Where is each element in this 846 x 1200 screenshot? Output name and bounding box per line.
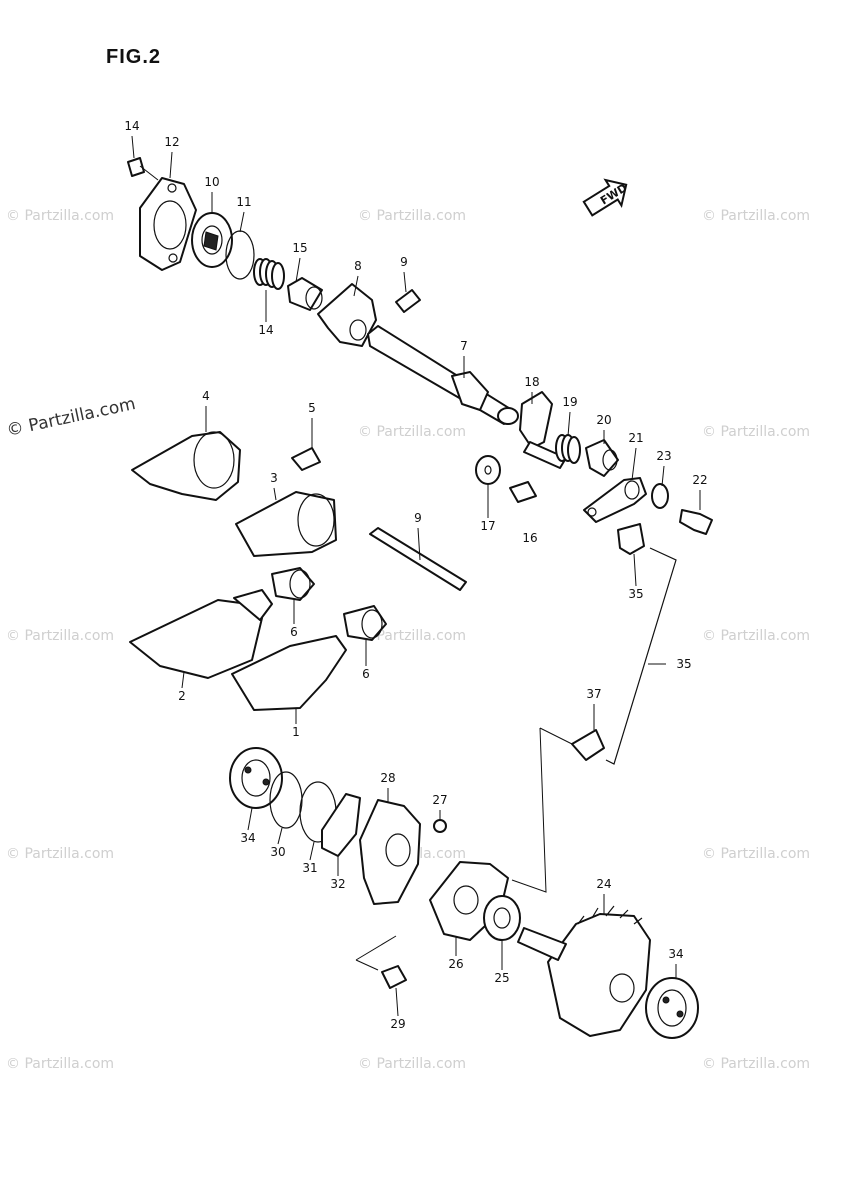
part-labels: 14 12 10 11 15 14 8 9 7 18 19 20 21 23 2… [124, 119, 707, 1031]
middle-parts [129, 431, 677, 765]
rod-35 [605, 547, 677, 765]
part-label: 35 [628, 587, 643, 601]
watermark: © Partzilla.com [6, 846, 114, 862]
upper-shaft-assembly [127, 157, 713, 555]
part-label: 22 [692, 473, 707, 487]
watermark: © Partzilla.com [358, 628, 466, 644]
part-label: 27 [432, 793, 447, 807]
lower-assembly [229, 727, 699, 1039]
part-label: 26 [448, 957, 463, 971]
spring-15 [253, 258, 285, 290]
watermark: © Partzilla.com [6, 1056, 114, 1072]
washer-24 [651, 483, 669, 509]
part-label: 1 [292, 725, 300, 739]
part-label: 30 [270, 845, 285, 859]
watermark: © Partzilla.com [6, 628, 114, 644]
fwd-arrow-icon: FWD [582, 178, 629, 217]
peg-1 [231, 635, 347, 711]
spring-20 [555, 434, 581, 464]
collar-21 [585, 439, 619, 477]
watermark: © Partzilla.com [702, 208, 810, 224]
part-label: 37 [586, 687, 601, 701]
part-label: 34 [668, 947, 683, 961]
part-label: 4 [202, 389, 210, 403]
screw-14 [127, 157, 145, 177]
tube-3 [235, 491, 337, 557]
pin-7 [369, 527, 467, 591]
part-label: 14 [258, 323, 273, 337]
part-label: 28 [380, 771, 395, 785]
bushing-16 [287, 277, 323, 311]
part-label: 21 [628, 431, 643, 445]
shaft-8 [367, 325, 513, 425]
peg-4 [131, 431, 241, 501]
part-label: 35 [676, 657, 691, 671]
bolt-5 [291, 447, 321, 471]
peg-2 [129, 599, 263, 679]
part-label: 34 [240, 831, 255, 845]
watermark: © Partzilla.com [358, 1056, 466, 1072]
part-label: 19 [562, 395, 577, 409]
part-label: 25 [494, 971, 509, 985]
figure-title: FIG.2 [106, 46, 162, 68]
watermark: © Partzilla.com [702, 628, 810, 644]
bearing-34b [645, 977, 699, 1039]
part-label: 14 [124, 119, 139, 133]
part-label: 5 [308, 401, 316, 415]
part-label: 10 [204, 175, 219, 189]
watermark: © Partzilla.com [358, 424, 466, 440]
part-label: 2 [178, 689, 186, 703]
flange-hole [168, 253, 178, 263]
gasket-33 [321, 793, 361, 857]
screw-30 [381, 965, 407, 989]
part-label: 23 [656, 449, 671, 463]
sleeve-6a [271, 567, 315, 601]
plate-29 [359, 799, 421, 905]
part-label: 12 [164, 135, 179, 149]
part-label: 9 [400, 255, 408, 269]
part-label: 8 [354, 259, 362, 273]
part-label: 9 [414, 511, 422, 525]
arm-22 [583, 477, 647, 523]
washer-26 [483, 895, 521, 941]
watermark-dark: © Partzilla.com [5, 394, 137, 441]
sleeve-6b [343, 605, 387, 641]
part-label: 16 [522, 531, 537, 545]
part-label: 11 [236, 195, 251, 209]
part-label: 29 [390, 1017, 405, 1031]
washer-18 [475, 455, 501, 485]
bolt-23 [679, 509, 713, 535]
screw-17 [509, 481, 537, 503]
part-label: 17 [480, 519, 495, 533]
part-label: 24 [596, 877, 611, 891]
part-label: 3 [270, 471, 278, 485]
part-label: 6 [290, 625, 298, 639]
plate-19 [519, 391, 553, 449]
lever-9 [317, 283, 377, 347]
watermark: © Partzilla.com [702, 1056, 810, 1072]
watermark-layer: © Partzilla.com © Partzilla.com © Partzi… [5, 208, 810, 1072]
ball-28 [433, 819, 447, 833]
leader-lines [131, 135, 701, 1017]
part-label: 15 [292, 241, 307, 255]
watermark: © Partzilla.com [358, 208, 466, 224]
part-label: 7 [460, 339, 468, 353]
watermark: © Partzilla.com [6, 208, 114, 224]
bearing-34a [229, 747, 283, 809]
bolt-10 [395, 289, 421, 313]
part-label: 20 [596, 413, 611, 427]
clip-37 [571, 729, 605, 761]
flange-hole [167, 183, 177, 193]
gear-25 [547, 913, 651, 1037]
part-label: 6 [362, 667, 370, 681]
part-label: 32 [330, 877, 345, 891]
ring-12 [225, 230, 255, 280]
part-label: 31 [302, 861, 317, 875]
watermark: © Partzilla.com [702, 846, 810, 862]
clip-36 [617, 523, 645, 555]
part-label: 18 [524, 375, 539, 389]
watermark: © Partzilla.com [702, 424, 810, 440]
flange-plate-13 [139, 177, 197, 271]
